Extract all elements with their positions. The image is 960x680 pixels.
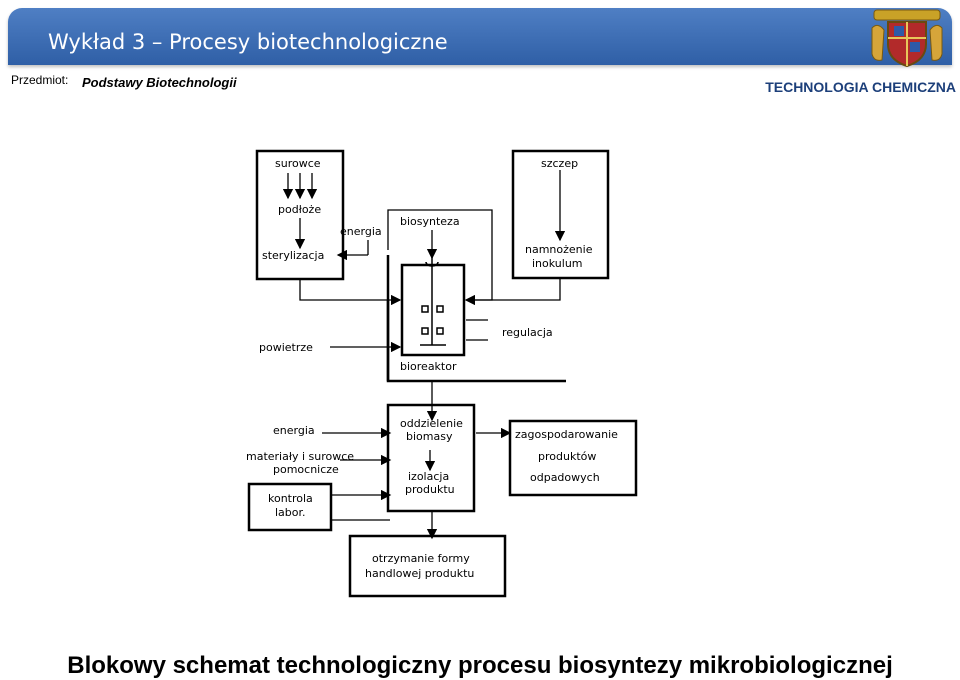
slide-title: Wykład 3 – Procesy biotechnologiczne [48,30,448,54]
label-bioreaktor: bioreaktor [400,360,457,373]
label-otrzymanie: otrzymanie formy [372,552,470,565]
label-produktu: produktu [405,483,455,496]
label-zagospodarowanie: zagospodarowanie [515,428,618,441]
waste-box [508,419,638,497]
label-energia-bottom: energia [273,424,315,437]
header-bar [8,8,952,65]
subject-label: Przedmiot: [11,73,69,87]
label-kontrola: kontrola [268,492,313,505]
raw-materials-box [255,149,345,281]
bioreactor-vessel [400,263,466,357]
label-energia-top: energia [340,225,382,238]
stirrer-icon [420,252,446,346]
label-izolacja: izolacja [408,470,449,483]
department-label: TECHNOLOGIA CHEMICZNA [765,79,956,95]
label-powietrze: powietrze [259,341,313,354]
lab-control-box [247,482,333,532]
label-inokulum: inokulum [532,257,583,270]
university-crest-logo [871,9,943,68]
label-oddzielenie: oddzielenie [400,417,463,430]
process-block-diagram: surowce podłoże energia sterylizacja bio… [246,149,638,598]
label-sterylizacja: sterylizacja [262,249,324,262]
label-produktow: produktów [538,450,596,463]
label-materialy: materiały i surowce [246,450,354,463]
commercial-form-box [348,534,507,598]
label-surowce: surowce [275,157,321,170]
label-namnozenie: namnożenie [525,243,593,256]
label-odpadowych: odpadowych [530,471,600,484]
label-labor: labor. [275,506,306,519]
label-pomocnicze: pomocnicze [273,463,339,476]
subject-value: Podstawy Biotechnologii [82,75,237,90]
slide-caption: Blokowy schemat technologiczny procesu b… [67,652,893,679]
label-biomasy: biomasy [406,430,453,443]
label-regulacja: regulacja [502,326,553,339]
label-szczep: szczep [541,157,578,170]
label-handlowej: handlowej produktu [365,567,474,580]
label-biosynteza: biosynteza [400,215,460,228]
label-podloze: podłoże [278,203,321,216]
